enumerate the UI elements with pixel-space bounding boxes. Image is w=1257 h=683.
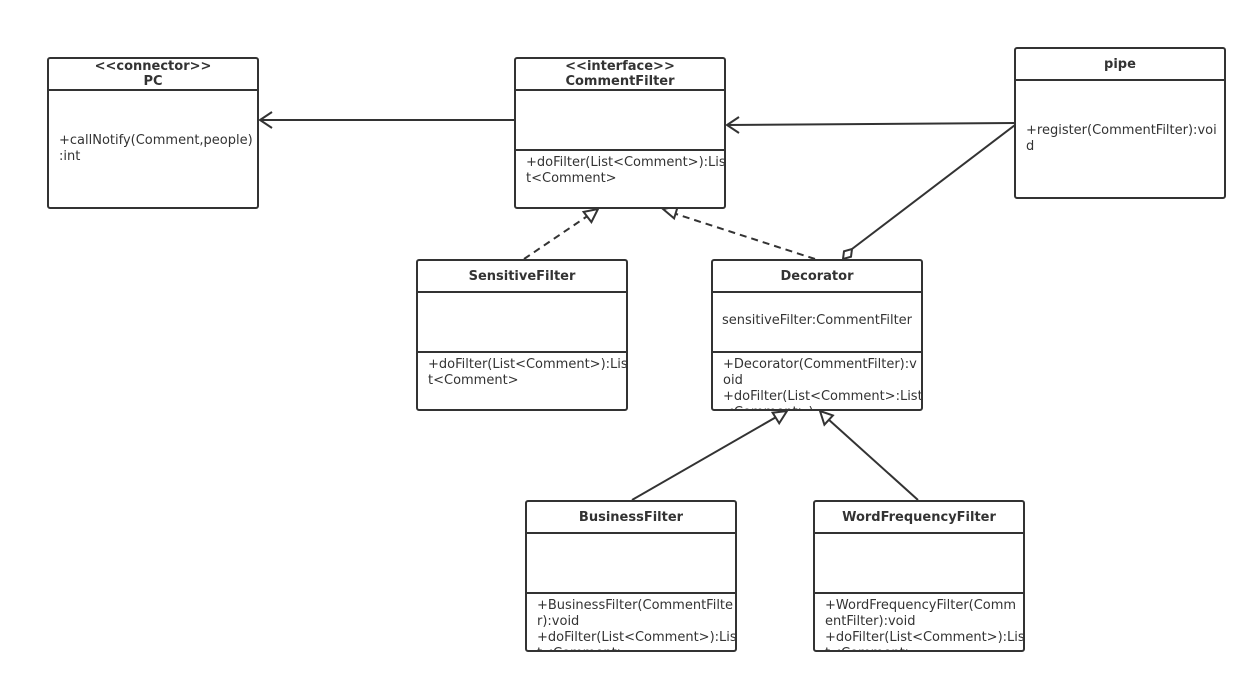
class-pc[interactable]: <<connector>> PC +callNotify(Comment,peo…: [47, 57, 259, 209]
generalization-wordfrequencyfilter-to-decorator[interactable]: [818, 409, 919, 501]
operations-compartment: +doFilter(List<Comment>):Lis t<Comment>: [428, 357, 628, 388]
class-name: pipe: [1104, 56, 1136, 72]
class-header: BusinessFilter: [527, 502, 735, 534]
class-decorator[interactable]: Decorator sensitiveFilter:CommentFilter …: [711, 259, 923, 411]
class-name: BusinessFilter: [578, 509, 684, 525]
class-pipe[interactable]: pipe +register(CommentFilter):voi d: [1014, 47, 1226, 199]
compartment-divider: [516, 149, 724, 151]
compartment-divider: [815, 592, 1023, 594]
class-name: PC: [143, 74, 163, 89]
compartment-divider: [527, 592, 735, 594]
class-sensitivefilter[interactable]: SensitiveFilter +doFilter(List<Comment>)…: [416, 259, 628, 411]
class-header: Decorator: [713, 261, 921, 293]
class-commentfilter[interactable]: <<interface>> CommentFilter +doFilter(Li…: [514, 57, 726, 209]
class-wordfrequencyfilter[interactable]: WordFrequencyFilter +WordFrequencyFilter…: [813, 500, 1025, 652]
class-header: <<interface>> CommentFilter: [516, 59, 724, 91]
class-header: WordFrequencyFilter: [815, 502, 1023, 534]
stereotype-label: <<connector>>: [94, 59, 212, 74]
aggregation-pipe-to-decorator[interactable]: [841, 124, 1016, 261]
compartment-divider: [713, 351, 921, 353]
operations-compartment: +register(CommentFilter):voi d: [1026, 123, 1217, 154]
association-pipe-to-commentfilter[interactable]: [725, 116, 1016, 134]
operations-compartment: +BusinessFilter(CommentFilte r):void +do…: [537, 598, 737, 650]
operations-compartment: +WordFrequencyFilter(Comm entFilter):voi…: [825, 598, 1025, 650]
realization-sensitivefilter-to-commentfilter[interactable]: [523, 207, 600, 260]
class-businessfilter[interactable]: BusinessFilter +BusinessFilter(CommentFi…: [525, 500, 737, 652]
class-name: SensitiveFilter: [468, 268, 576, 284]
class-header: SensitiveFilter: [418, 261, 626, 293]
stereotype-label: <<interface>>: [565, 59, 675, 74]
generalization-businessfilter-to-decorator[interactable]: [631, 409, 789, 501]
compartment-divider: [418, 351, 626, 353]
class-header: <<connector>> PC: [49, 59, 257, 91]
operations-compartment: +Decorator(CommentFilter):v oid +doFilte…: [723, 357, 923, 409]
class-header: pipe: [1016, 49, 1224, 81]
realization-decorator-to-commentfilter[interactable]: [660, 205, 816, 260]
operations-compartment: +callNotify(Comment,people) :int: [59, 133, 253, 164]
association-commentfilter-to-pc[interactable]: [258, 111, 515, 129]
class-name: WordFrequencyFilter: [842, 509, 996, 525]
class-name: Decorator: [780, 268, 854, 284]
attributes-compartment: sensitiveFilter:CommentFilter: [722, 313, 913, 328]
class-name: CommentFilter: [565, 74, 675, 89]
operations-compartment: +doFilter(List<Comment>):Lis t<Comment>: [526, 155, 726, 186]
